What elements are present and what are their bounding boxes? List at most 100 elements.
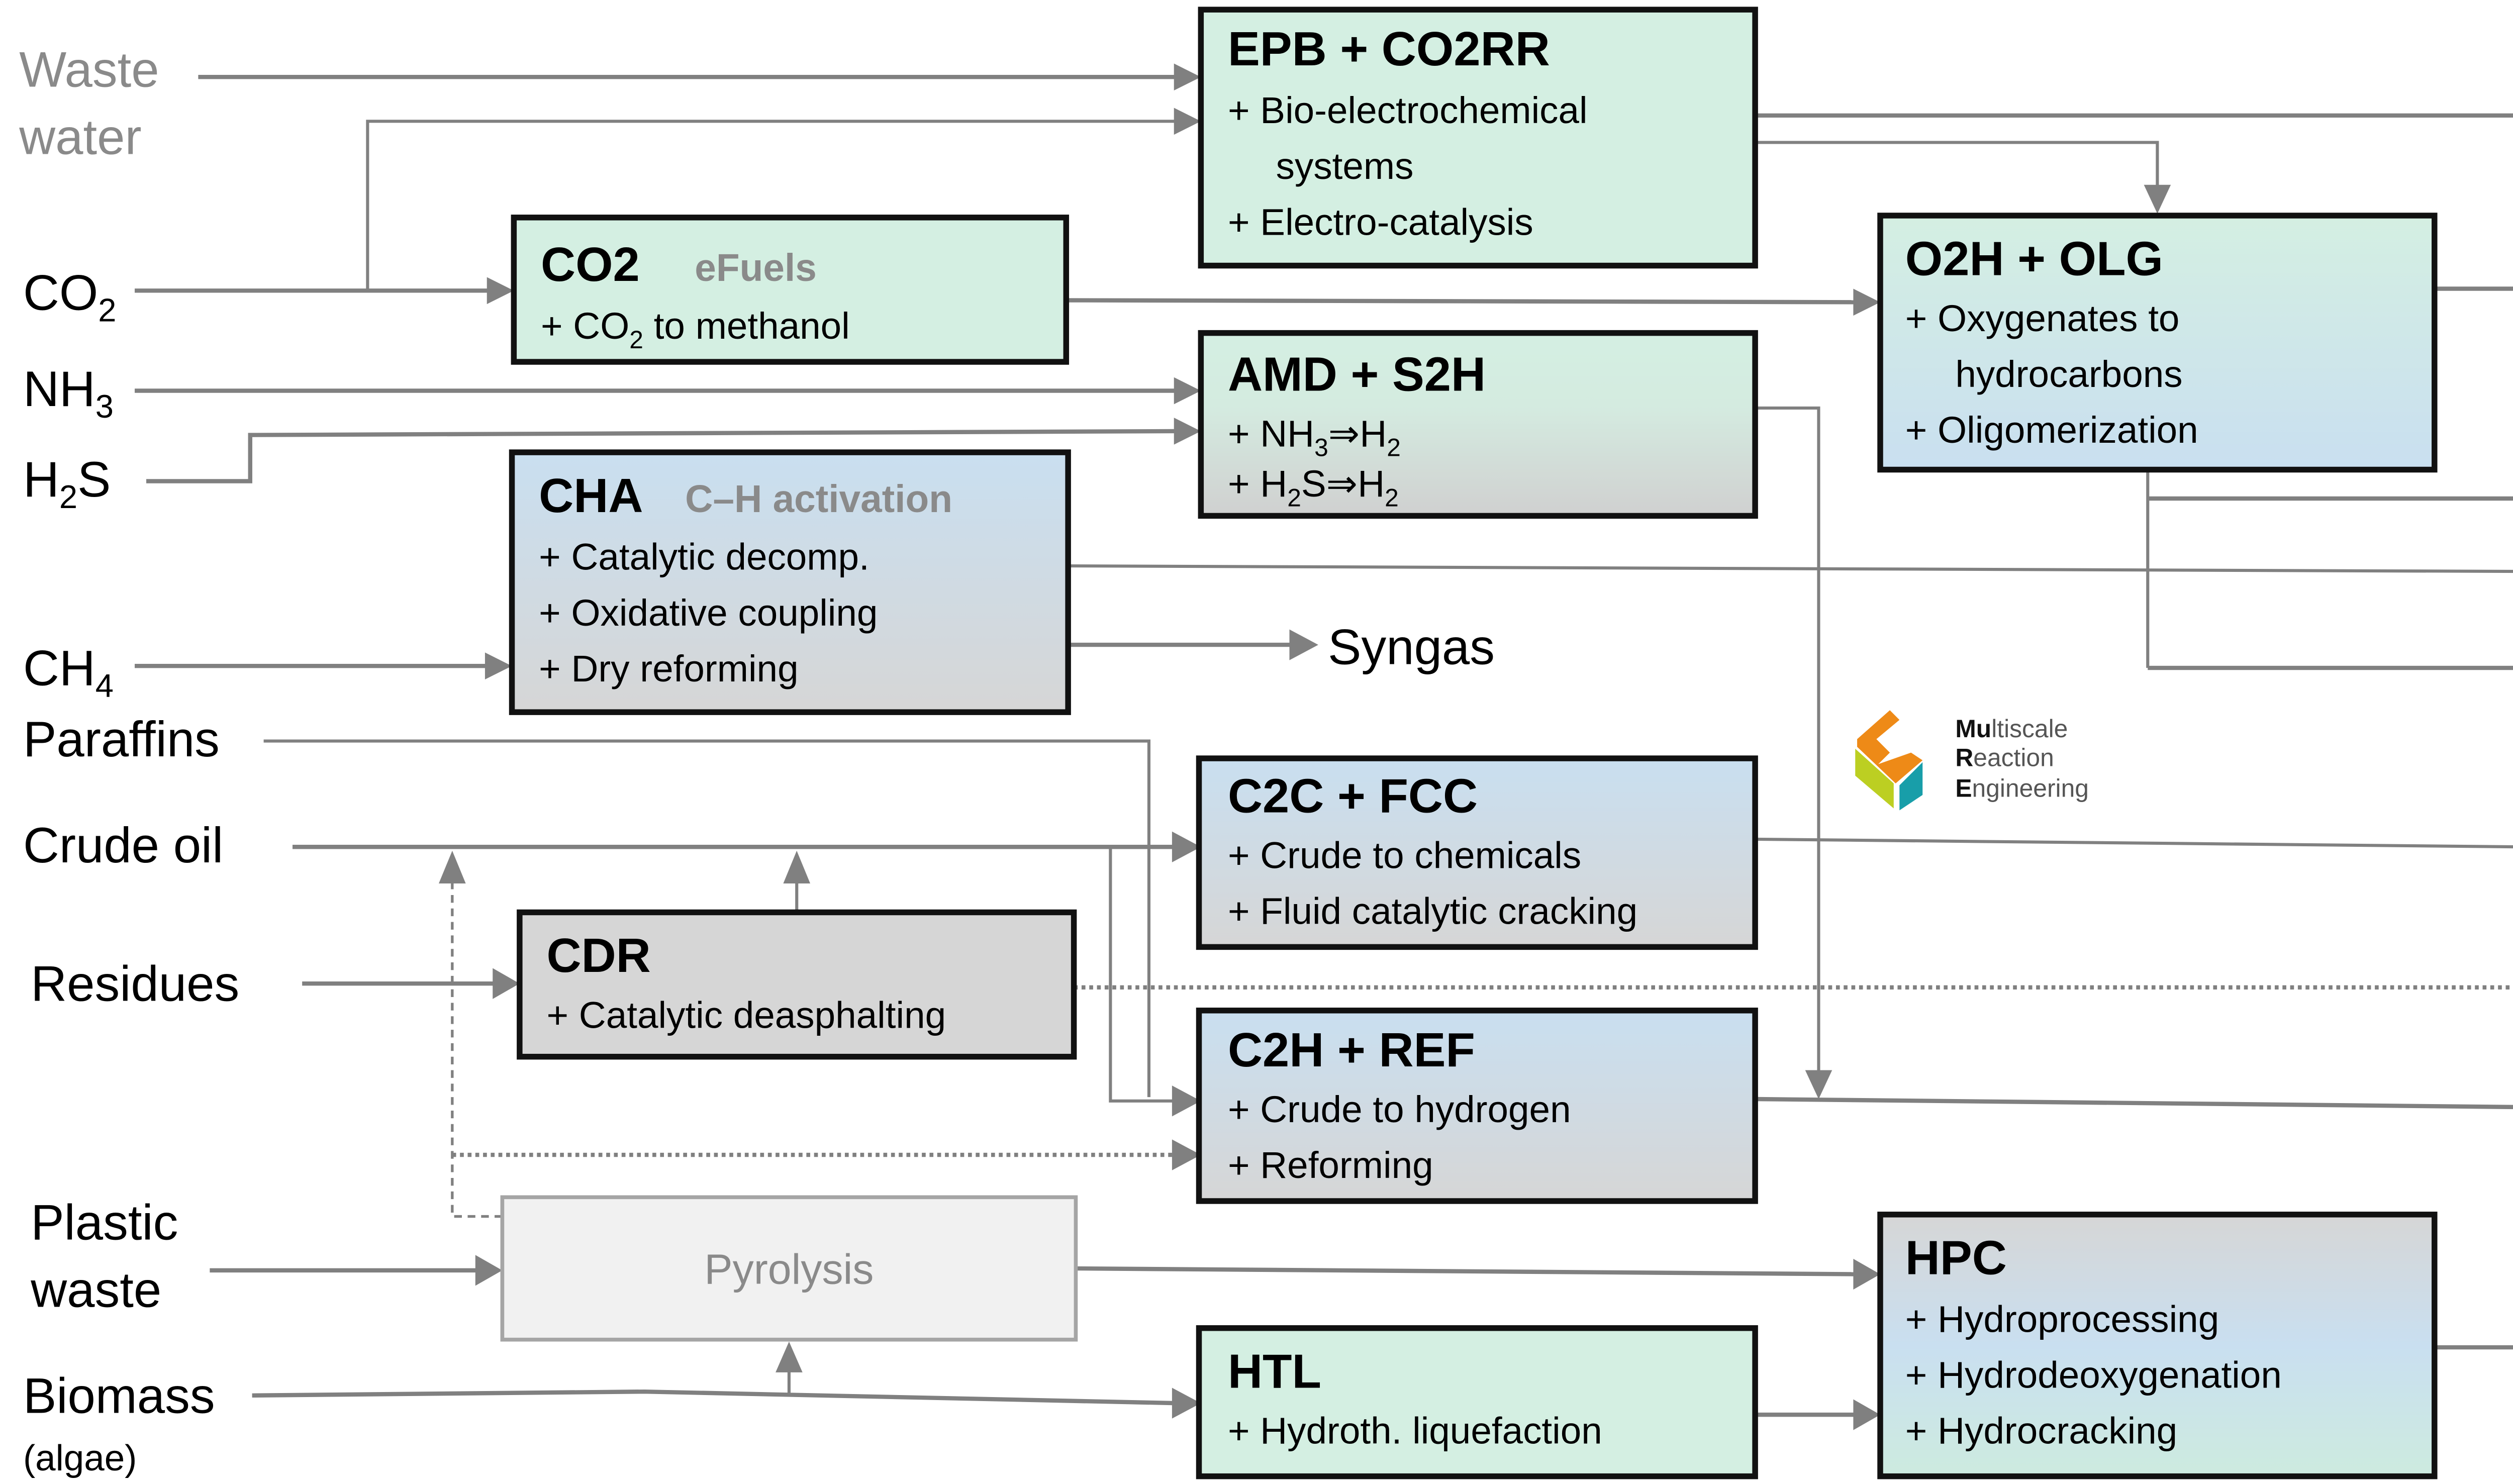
arrow-head-icon: [1174, 108, 1201, 135]
box-htl-item: + Hydroth. liquefaction: [1228, 1410, 1602, 1452]
box-epb-item: systems: [1276, 145, 1414, 187]
input-biomass: Biomass: [23, 1368, 215, 1424]
box-o2h-frame: [1877, 213, 2438, 473]
box-cha-title: CHA: [539, 469, 643, 523]
arrow-head-icon: [1172, 1085, 1201, 1117]
arrow-head-icon: [776, 1341, 803, 1372]
arrow-head-icon: [1174, 377, 1201, 405]
box-cdr[interactable]: CDR + Catalytic deasphalting: [517, 909, 1077, 1060]
box-c2h-frame: [1196, 1008, 1758, 1204]
arrow-head-icon: [485, 652, 512, 680]
input-co2: CO2: [23, 265, 117, 329]
box-o2h-olg[interactable]: O2H + OLG + Oxygenates to hydrocarbons +…: [1877, 213, 2438, 473]
flow-co2box-o2h: [1066, 298, 1858, 305]
box-epb-frame: [1198, 7, 1758, 269]
box-amd-s2h[interactable]: AMD + S2H + NH3⇒H2 + H2S⇒H2: [1198, 330, 1758, 519]
logo-text-line: Multiscale: [1955, 715, 2068, 743]
flow-co2-epb: [366, 120, 1178, 291]
flow-cha-collector: [1068, 564, 2513, 573]
box-hpc-item: + Hydrodeoxygenation: [1905, 1353, 2282, 1396]
input-waste-water: Waste: [19, 42, 159, 97]
box-c2h-ref[interactable]: C2H + REF + Crude to hydrogen + Reformin…: [1196, 1008, 1758, 1204]
input-ch4: CH4: [23, 641, 114, 704]
box-c2c-frame: [1196, 755, 1758, 950]
arrow-head-icon: [1805, 1070, 1832, 1099]
input-labels: Waste water CO2 NH3 H2S CH4 Paraffins Cr…: [19, 42, 239, 1478]
flow-c2h-h2: [1755, 1097, 2513, 1110]
arrow-head-icon: [1172, 1139, 1201, 1170]
box-cdr-frame: [517, 909, 1077, 1060]
box-co2-title: CO2: [541, 238, 640, 291]
flow-biomass-htl: [252, 1389, 1176, 1406]
input-plastic-waste: Plastic: [31, 1195, 178, 1251]
box-hpc-item: + Hydrocracking: [1905, 1410, 2177, 1452]
box-pyrolysis-title: Pyrolysis: [704, 1246, 874, 1293]
box-hpc-frame: [1877, 1212, 2438, 1479]
collector-c2c-c: [1755, 837, 2513, 849]
flow-paraffins: [263, 739, 1151, 1098]
box-pyrolysis-frame: [500, 1195, 1078, 1342]
logo-text-line: Engineering: [1955, 774, 2089, 803]
box-o2h-title: O2H + OLG: [1905, 232, 2163, 286]
box-amd-title: AMD + S2H: [1228, 347, 1486, 401]
input-paraffins: Paraffins: [23, 712, 220, 767]
arrow-head-icon: [2144, 184, 2171, 214]
box-hpc-item: + Hydroprocessing: [1905, 1298, 2219, 1340]
input-nh3: NH3: [23, 361, 114, 425]
box-hpc-title: HPC: [1905, 1231, 2007, 1285]
box-pyrolysis[interactable]: Pyrolysis: [500, 1195, 1078, 1342]
box-c2h-item: + Reforming: [1228, 1144, 1433, 1186]
output-syngas: Syngas: [1328, 619, 1495, 675]
arrow-head-icon: [439, 850, 466, 884]
flow-lines: [135, 63, 2513, 1430]
input-crude-oil: Crude oil: [23, 818, 223, 873]
box-c2h-title: C2H + REF: [1228, 1023, 1475, 1077]
arrow-head-icon: [1853, 288, 1881, 316]
arrow-head-icon: [493, 968, 520, 999]
box-c2c-item: + Fluid catalytic cracking: [1228, 889, 1637, 932]
box-c2c-item: + Crude to chemicals: [1228, 834, 1581, 876]
box-amd-frame: [1198, 330, 1758, 519]
box-cha-subtitle: C–H activation: [685, 478, 952, 521]
arrow-head-icon: [1174, 418, 1201, 445]
box-o2h-item: + Oligomerization: [1905, 409, 2198, 451]
box-o2h-item: + Oxygenates to: [1905, 297, 2180, 339]
input-biomass-note: (algae): [23, 1438, 137, 1478]
box-co2-item: + CO2 to methanol: [541, 305, 850, 354]
arrow-head-icon: [1172, 831, 1201, 862]
box-cha-item: + Dry reforming: [539, 647, 798, 689]
input-waste-water: water: [19, 109, 141, 165]
box-cha-item: + Catalytic decomp.: [539, 536, 869, 578]
box-amd-item: + H2S⇒H2: [1228, 462, 1399, 512]
box-htl-frame: [1196, 1325, 1758, 1479]
box-htl[interactable]: HTL + Hydroth. liquefaction: [1196, 1325, 1758, 1479]
box-c2c-title: C2C + FCC: [1228, 769, 1478, 823]
box-epb-title: EPB + CO2RR: [1228, 22, 1550, 76]
box-htl-title: HTL: [1228, 1344, 1321, 1398]
flow-pyrolysis-hpc: [1076, 1266, 1858, 1276]
box-cdr-item: + Catalytic deasphalting: [546, 994, 946, 1036]
flow-crude-c2h: [1109, 847, 1176, 1103]
arrow-head-icon: [1172, 1388, 1201, 1419]
box-epb-co2rr[interactable]: EPB + CO2RR + Bio-electrochemical system…: [1198, 7, 1758, 269]
flow-epb-o2h: [1755, 141, 2159, 189]
box-cha-item: + Oxidative coupling: [539, 591, 878, 634]
input-residues: Residues: [31, 956, 239, 1012]
arrow-head-icon: [487, 277, 514, 305]
box-co2-efuels[interactable]: CO2 eFuels + CO2 to methanol: [511, 215, 1070, 365]
box-c2c-fcc[interactable]: C2C + FCC + Crude to chemicals + Fluid c…: [1196, 755, 1758, 950]
box-cha[interactable]: CHA C–H activation + Catalytic decomp. +…: [509, 449, 1071, 715]
box-epb-item: + Electro-catalysis: [1228, 201, 1533, 243]
arrow-head-icon: [1853, 1258, 1881, 1290]
box-hpc[interactable]: HPC + Hydroprocessing + Hydrodeoxygenati…: [1877, 1212, 2438, 1479]
box-o2h-item: hydrocarbons: [1955, 353, 2182, 395]
output-labels: Electricity Light olefins Aromatics Chem…: [1328, 619, 1495, 675]
input-plastic-waste: waste: [30, 1262, 161, 1318]
logo-text-line: Reaction: [1955, 743, 2054, 771]
arrow-head-icon: [475, 1255, 503, 1286]
box-amd-item: + NH3⇒H2: [1228, 413, 1401, 462]
flow-amd-h2: [1755, 406, 1820, 1074]
arrow-head-icon: [1289, 629, 1318, 660]
flow-h2s-amd: [146, 429, 1178, 483]
